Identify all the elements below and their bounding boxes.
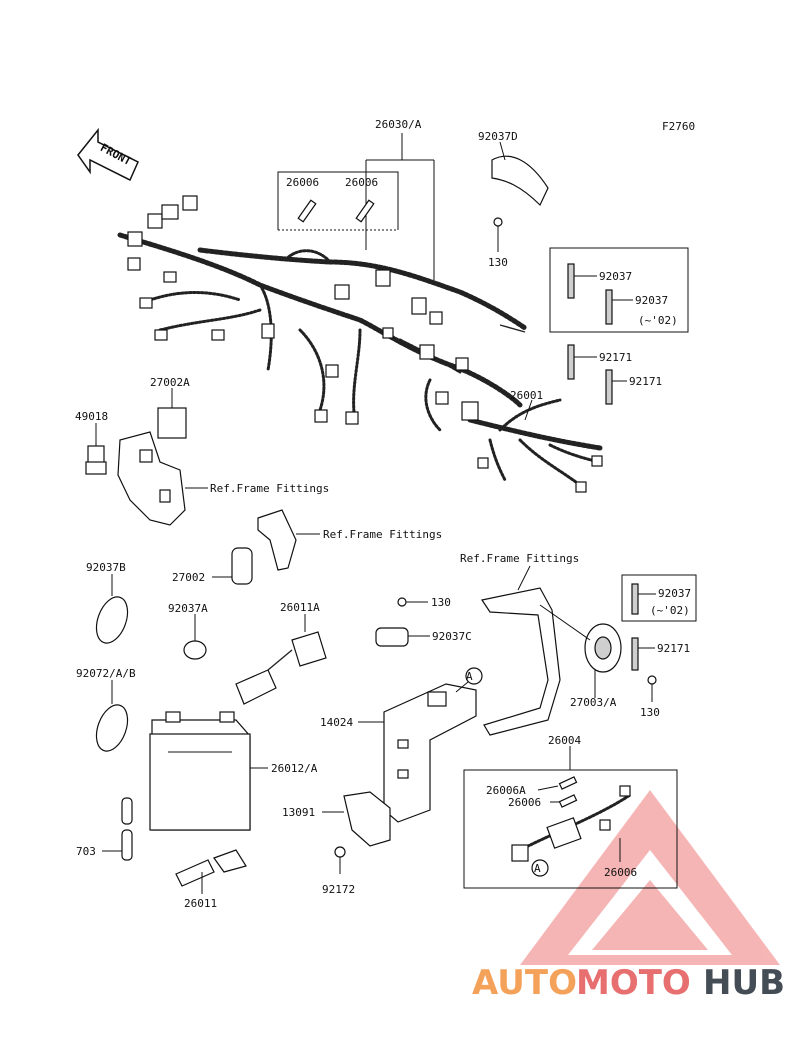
relay-bracket: [117, 431, 208, 526]
circle-a-1: A: [466, 670, 473, 683]
circle-a-2: A: [534, 862, 541, 875]
label-26006-c: 26006: [508, 796, 541, 809]
label-92171-b: 92171: [629, 375, 662, 388]
fuse-pair-box: [277, 171, 399, 231]
label-ref-frame-1: Ref.Frame Fittings: [210, 482, 329, 495]
label-26001: 26001: [510, 389, 543, 402]
figure-code: F2760: [662, 120, 695, 133]
label-130-a: 130: [488, 256, 508, 269]
label-92037-a: 92037: [599, 270, 632, 283]
bolt-130-c: [647, 675, 657, 702]
clip-92171-b: [605, 369, 613, 405]
label-130-b: 130: [431, 596, 451, 609]
watermark-text: AUTO MOTO HUB: [472, 963, 785, 1003]
label-92172: 92172: [322, 883, 355, 896]
label-26011: 26011: [184, 897, 217, 910]
label-27002a: 27002A: [150, 376, 190, 389]
clip-box-mid: [621, 574, 697, 622]
label-26011a: 26011A: [280, 601, 320, 614]
label-92037-c: 92037: [658, 587, 691, 600]
label-26006-a: 26006: [286, 176, 319, 189]
label-92037d: 92037D: [478, 130, 518, 143]
label-49018: 49018: [75, 410, 108, 423]
label-26006a: 26006A: [486, 784, 526, 797]
clip-box-top: [549, 247, 689, 333]
bracket-13091: [322, 791, 391, 874]
clip-92171-a: [567, 344, 575, 380]
label-92171-a: 92171: [599, 351, 632, 364]
label-26030a: 26030/A: [375, 118, 422, 131]
harness-leader: [365, 133, 435, 280]
clip-92037-c: [631, 583, 639, 615]
main-wiring-harness: [117, 195, 603, 493]
label-92171-c: 92171: [657, 642, 690, 655]
clamp-92037a: [183, 614, 207, 660]
lead-26011: [175, 849, 247, 894]
label-02-b: (~'02): [650, 604, 690, 617]
label-13091: 13091: [282, 806, 315, 819]
battery-26012: [149, 711, 268, 831]
clip-92037-a: [567, 263, 575, 299]
watermark-logo: [520, 790, 780, 965]
band-92072: [95, 680, 129, 752]
label-92037b: 92037B: [86, 561, 126, 574]
watermark-part-2: MOTO: [576, 963, 691, 1003]
label-92037a: 92037A: [168, 602, 208, 615]
label-ref-frame-2: Ref.Frame Fittings: [323, 528, 442, 541]
watermark-part-1: AUTO: [472, 963, 577, 1003]
label-26006-b: 26006: [345, 176, 378, 189]
terminal-26011a: [235, 614, 327, 705]
relay-27002a: [157, 388, 187, 439]
watermark-part-3: HUB: [703, 963, 785, 1003]
band-92037b: [95, 574, 129, 644]
label-92037c: 92037C: [432, 630, 472, 643]
horn-bracket: [481, 565, 622, 736]
clip-92171-c: [631, 637, 639, 671]
label-27002: 27002: [172, 571, 205, 584]
label-26012: 26012/A: [271, 762, 318, 775]
label-27003a: 27003/A: [570, 696, 617, 709]
label-703: 703: [76, 845, 96, 858]
label-02-a: (~'02): [638, 314, 678, 327]
clamp-92037d: [491, 141, 549, 252]
relay-27002: [212, 509, 320, 585]
label-ref-frame-3: Ref.Frame Fittings: [460, 552, 579, 565]
subharness-box-26004: [463, 746, 678, 889]
bolt-130-b: [397, 597, 428, 607]
label-92037-b: 92037: [635, 294, 668, 307]
cap-92037c: [375, 627, 430, 647]
tube-703: [102, 797, 133, 861]
label-92072: 92072/A/B: [76, 667, 136, 680]
clip-92037-b: [605, 289, 613, 325]
label-26006-d: 26006: [604, 866, 637, 879]
label-130-c: 130: [640, 706, 660, 719]
label-26004: 26004: [548, 734, 581, 747]
connector-49018: [85, 423, 107, 475]
front-arrow-icon: FRONT: [77, 127, 139, 182]
label-14024: 14024: [320, 716, 353, 729]
